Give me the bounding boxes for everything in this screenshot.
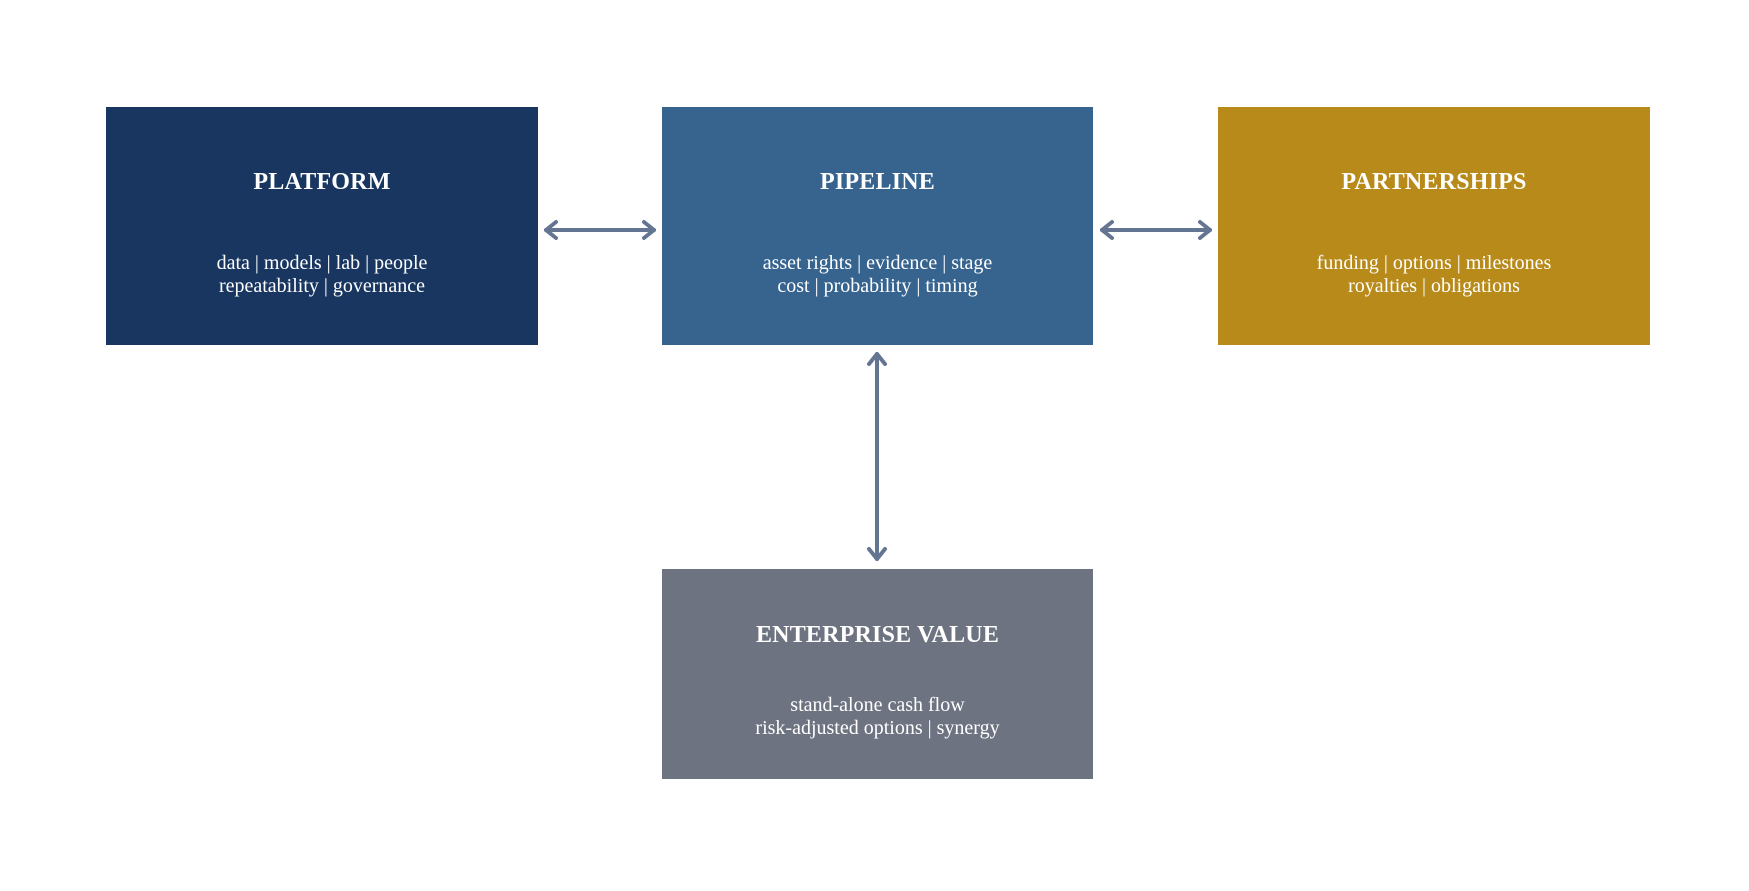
- arrow-pipeline-partnerships: [1100, 220, 1212, 240]
- partnerships-node: PARTNERSHIPS funding | options | milesto…: [1218, 107, 1650, 345]
- platform-node: PLATFORM data | models | lab | people re…: [106, 107, 538, 345]
- enterprise-value-line-2: risk-adjusted options | synergy: [755, 717, 1000, 739]
- enterprise-value-node: ENTERPRISE VALUE stand-alone cash flow r…: [662, 569, 1093, 779]
- enterprise-value-title: ENTERPRISE VALUE: [755, 622, 1000, 648]
- partnerships-line-2: royalties | obligations: [1348, 275, 1520, 297]
- pipeline-line-1: asset rights | evidence | stage: [762, 252, 993, 274]
- pipeline-node: PIPELINE asset rights | evidence | stage…: [662, 107, 1093, 345]
- platform-line-2: repeatability | governance: [218, 275, 426, 297]
- partnerships-line-1: funding | options | milestones: [1316, 252, 1552, 274]
- partnerships-title: PARTNERSHIPS: [1341, 169, 1527, 195]
- pipeline-line-2: cost | probability | timing: [777, 275, 978, 297]
- pipeline-title: PIPELINE: [820, 169, 935, 195]
- enterprise-value-line-1: stand-alone cash flow: [790, 694, 965, 716]
- platform-line-1: data | models | lab | people: [216, 252, 428, 274]
- arrow-pipeline-enterprise-value: [867, 352, 887, 561]
- platform-title: PLATFORM: [253, 169, 391, 195]
- arrow-platform-pipeline: [544, 220, 656, 240]
